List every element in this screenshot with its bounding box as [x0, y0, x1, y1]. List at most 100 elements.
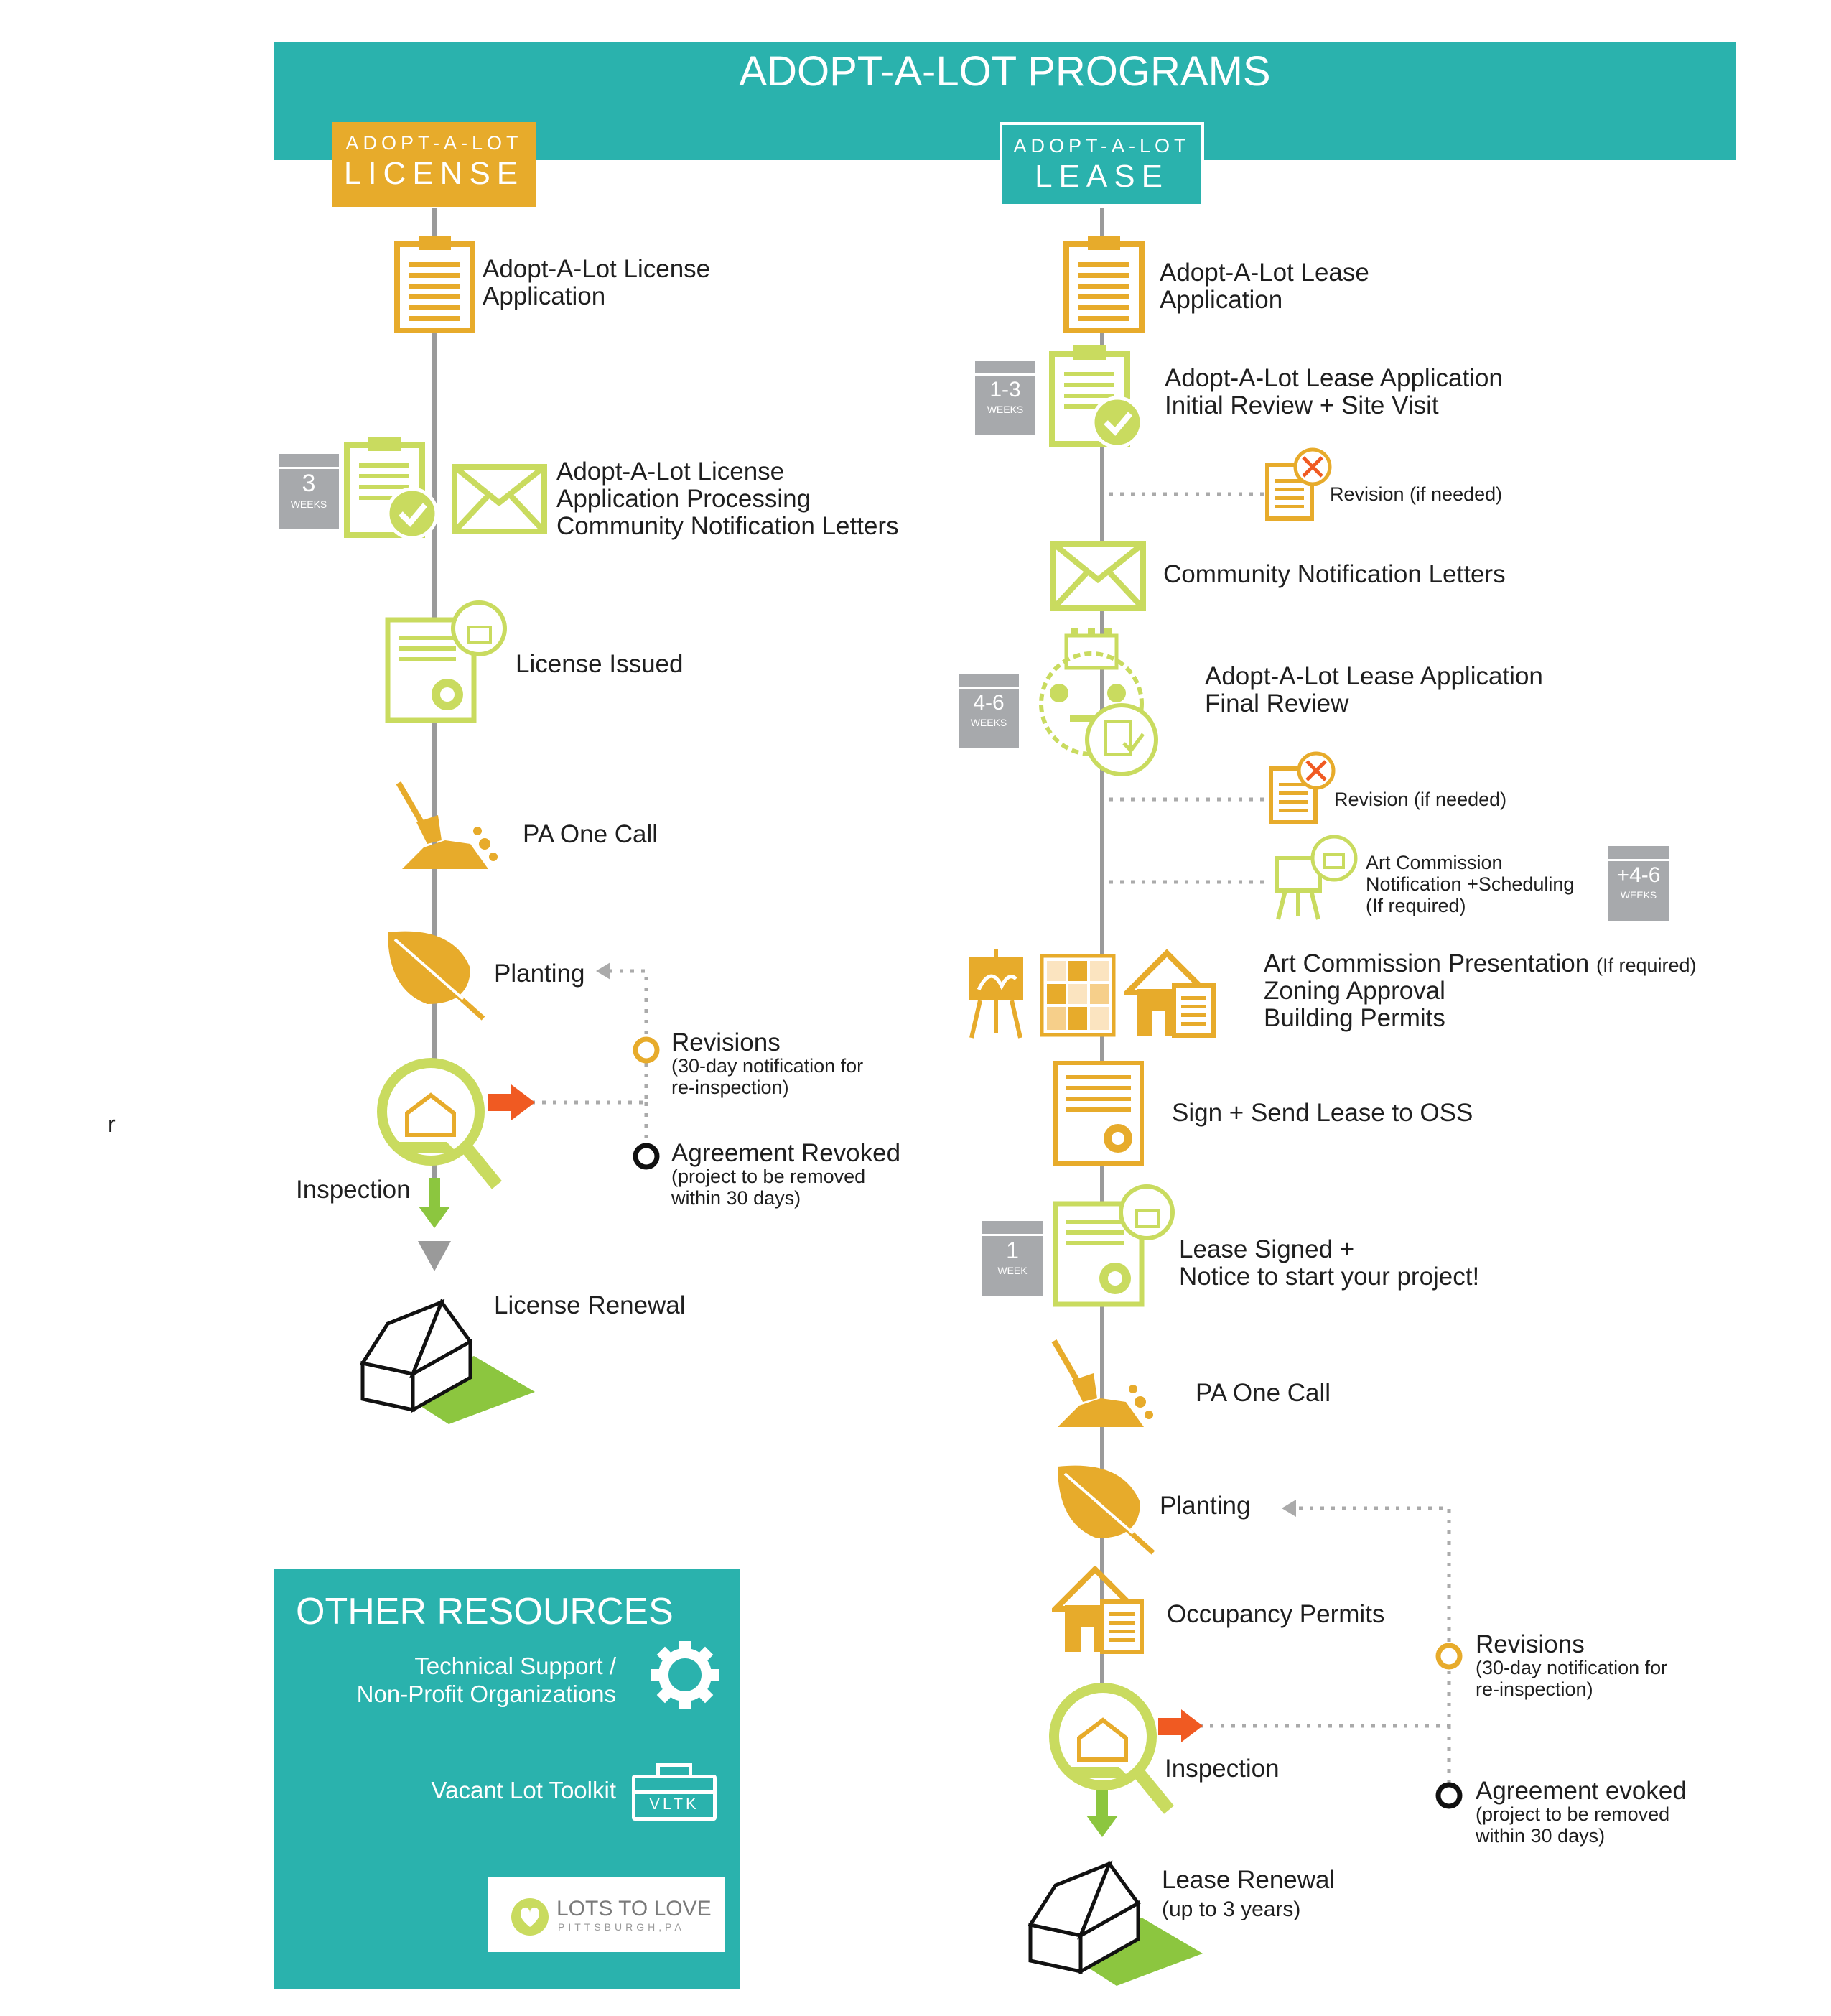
lease-renewal-label: Lease Renewal [1162, 1866, 1336, 1894]
lease-notification-label: Community Notification Letters [1163, 560, 1506, 588]
lease-revision2-label: Revision (if needed) [1334, 789, 1507, 810]
lease-revision-arrowhead [1282, 1500, 1296, 1517]
calendar-icon: 3 WEEKS [279, 454, 339, 529]
gear-icon[interactable] [648, 1638, 723, 1713]
clipboard-icon [394, 236, 475, 333]
clipboard-icon [1063, 236, 1145, 333]
license-tab-main: LICENSE [343, 156, 525, 191]
lease-art-duration-value: +4-6 [1616, 863, 1661, 887]
logo-sub-text: PITTSBURGH,PA [558, 1921, 685, 1933]
license-revision-arrowhead [596, 962, 610, 980]
lease-one-call-label: PA One Call [1196, 1379, 1331, 1407]
lots-to-love-logo[interactable]: LOTS TO LOVE PITTSBURGH,PA [488, 1877, 725, 1952]
calendar-icon: 1 WEEK [982, 1221, 1043, 1296]
lease-signed-duration-value: 1 [1006, 1237, 1019, 1263]
lease-presentation-note: (If required) [1595, 954, 1697, 976]
calendar-icon: +4-6 WEEKS [1608, 846, 1669, 921]
lease-document-icon [1053, 1061, 1144, 1166]
resources-toolkit-label[interactable]: Vacant Lot Toolkit [431, 1777, 616, 1803]
certificate-icon [385, 600, 507, 723]
lease-green-arrow-body [1096, 1787, 1108, 1819]
lease-sign-send-label: Sign + Send Lease to OSS [1172, 1099, 1473, 1127]
revision-clipboard-icon [1265, 447, 1332, 521]
license-revisions-note1: (30-day notification for [671, 1055, 864, 1077]
resources-technical-line1[interactable]: Technical Support / [414, 1653, 616, 1679]
lease-signed-line2: Notice to start your project! [1179, 1263, 1480, 1291]
clipboard-check-icon [344, 437, 439, 540]
logo-main-text: LOTS TO LOVE [556, 1897, 712, 1920]
house-document-icon [1052, 1566, 1144, 1654]
certificate-icon [1053, 1184, 1175, 1307]
lease-initial-line1: Adopt-A-Lot Lease Application [1165, 364, 1503, 392]
license-revision-path [531, 969, 648, 1105]
license-orange-arrow-head [511, 1084, 535, 1120]
license-revisions-node [633, 1036, 660, 1064]
lease-revisions-node [1435, 1643, 1463, 1670]
lease-art-notification-line3: (If required) [1366, 895, 1466, 916]
house-lot-icon [359, 1298, 535, 1424]
toolbox-icon[interactable]: VLTK [632, 1763, 717, 1822]
lease-tab-top: ADOPT-A-LOT [1013, 135, 1191, 157]
license-tab-top: ADOPT-A-LOT [345, 132, 523, 154]
lease-revisions-note1: (30-day notification for [1476, 1657, 1668, 1678]
lease-revisions-note2: re-inspection) [1476, 1678, 1593, 1700]
house-lot-icon [1027, 1859, 1203, 1986]
lease-final-line1: Adopt-A-Lot Lease Application [1205, 662, 1543, 690]
lease-final-duration-unit: WEEKS [970, 717, 1007, 728]
envelope-icon [452, 464, 547, 534]
lease-revisions-title: Revisions [1476, 1630, 1585, 1658]
lease-presentation-line: Art Commission Presentation (If required… [1264, 949, 1697, 977]
license-revoked-node [633, 1143, 660, 1170]
heart-logo-icon [511, 1898, 549, 1936]
clipboard-check-icon [1049, 345, 1144, 449]
calendar-icon: 4-6 WEEKS [959, 674, 1019, 748]
license-end-arrow [418, 1241, 451, 1271]
lease-application-line2: Application [1160, 286, 1283, 314]
calendar-icon: 1-3 WEEKS [975, 361, 1035, 435]
revision-clipboard-icon [1269, 751, 1336, 824]
license-revoked-title: Agreement Revoked [671, 1139, 901, 1167]
lease-renewal-note: (up to 3 years) [1162, 1897, 1301, 1921]
envelope-icon [1050, 541, 1146, 611]
lease-final-line2: Final Review [1205, 689, 1349, 717]
stray-mark: r [108, 1111, 116, 1137]
lease-permits-label: Building Permits [1264, 1004, 1445, 1032]
license-issued-label: License Issued [516, 650, 684, 678]
house-document-icon [1124, 949, 1216, 1038]
license-processing-duration-value: 3 [302, 470, 316, 497]
license-processing-line1: Adopt-A-Lot License [556, 457, 785, 486]
license-green-arrow-body [429, 1178, 440, 1210]
lease-revision-path [1199, 1506, 1451, 1728]
lease-occupancy-label: Occupancy Permits [1167, 1600, 1385, 1628]
license-application-line1: Adopt-A-Lot License [483, 255, 711, 283]
city-seal-icon [1039, 628, 1158, 776]
license-revisions-title: Revisions [671, 1028, 781, 1056]
lease-art-notification-line1: Art Commission [1366, 852, 1503, 873]
leaf-icon [1058, 1465, 1155, 1555]
lease-presentation-main: Art Commission Presentation [1264, 949, 1590, 977]
lease-zoning-label: Zoning Approval [1264, 977, 1445, 1005]
lease-orange-arrow-head [1181, 1709, 1203, 1742]
lease-initial-line2: Initial Review + Site Visit [1165, 391, 1439, 419]
magnifier-inspection-icon [1049, 1683, 1174, 1814]
magnifier-inspection-icon [377, 1058, 502, 1189]
lease-art-duration-unit: WEEKS [1620, 889, 1657, 901]
license-processing-line2: Application Processing [556, 485, 811, 513]
easel-mail-icon [1275, 835, 1358, 920]
license-tab[interactable]: ADOPT-A-LOT LICENSE [332, 122, 536, 207]
license-renewal-label: License Renewal [494, 1291, 686, 1319]
lease-orange-arrow-body [1158, 1718, 1183, 1735]
lease-tab[interactable]: ADOPT-A-LOT LEASE [1000, 122, 1204, 207]
license-one-call-label: PA One Call [523, 820, 658, 848]
license-revoked-note2: within 30 days) [671, 1187, 801, 1209]
license-orange-arrow-body [488, 1094, 513, 1111]
lease-green-arrow-head [1086, 1816, 1118, 1837]
lease-inspection-label: Inspection [1165, 1755, 1280, 1783]
lease-final-duration-value: 4-6 [973, 691, 1005, 715]
resources-technical-line2[interactable]: Non-Profit Organizations [356, 1681, 616, 1707]
shovel-icon [396, 781, 498, 869]
license-green-arrow-head [419, 1207, 450, 1228]
license-inspection-label: Inspection [296, 1176, 411, 1204]
zoning-grid-icon [1040, 954, 1116, 1037]
lease-signed-line1: Lease Signed + [1179, 1235, 1355, 1263]
